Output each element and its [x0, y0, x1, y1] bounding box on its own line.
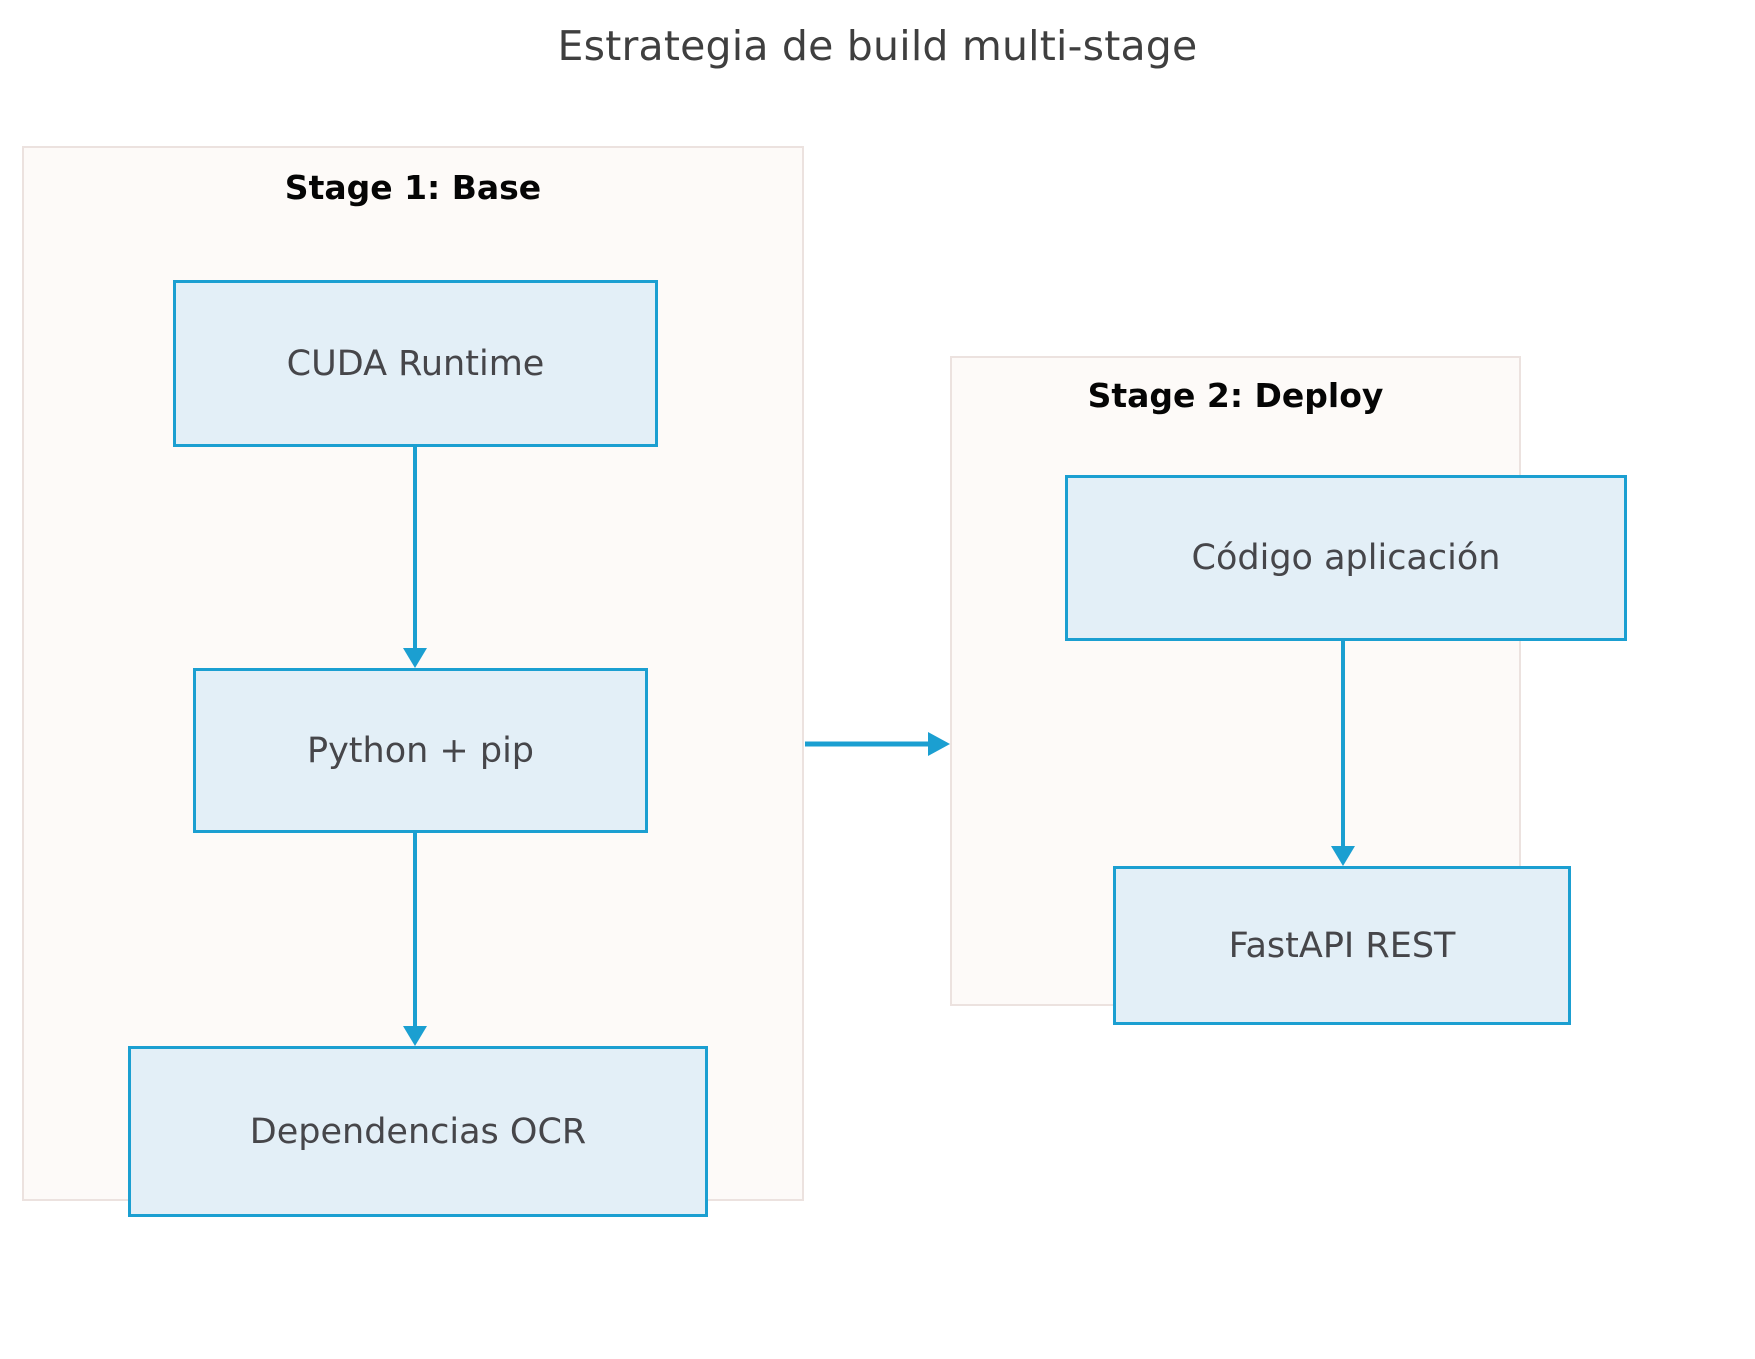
cluster-label-stage-1: Stage 1: Base [284, 168, 542, 207]
node-label-dependencias-ocr: Dependencias OCR [249, 1111, 587, 1152]
node-label-cuda-runtime: CUDA Runtime [286, 343, 545, 384]
cluster-label-stage-2: Stage 2: Deploy [1087, 376, 1384, 415]
node-codigo-aplicacion[interactable]: Código aplicación [1065, 475, 1627, 641]
edge-stage-1-to-stage-2 [805, 732, 950, 756]
page-title: Estrategia de build multi-stage [557, 22, 1198, 70]
node-label-python-pip: Python + pip [306, 730, 535, 771]
node-dependencias-ocr[interactable]: Dependencias OCR [128, 1046, 708, 1217]
node-cuda-runtime[interactable]: CUDA Runtime [173, 280, 658, 447]
node-python-pip[interactable]: Python + pip [193, 668, 648, 833]
node-fastapi-rest[interactable]: FastAPI REST [1113, 866, 1571, 1025]
node-label-codigo-aplicacion: Código aplicación [1191, 538, 1501, 578]
node-label-fastapi-rest: FastAPI REST [1228, 925, 1456, 966]
